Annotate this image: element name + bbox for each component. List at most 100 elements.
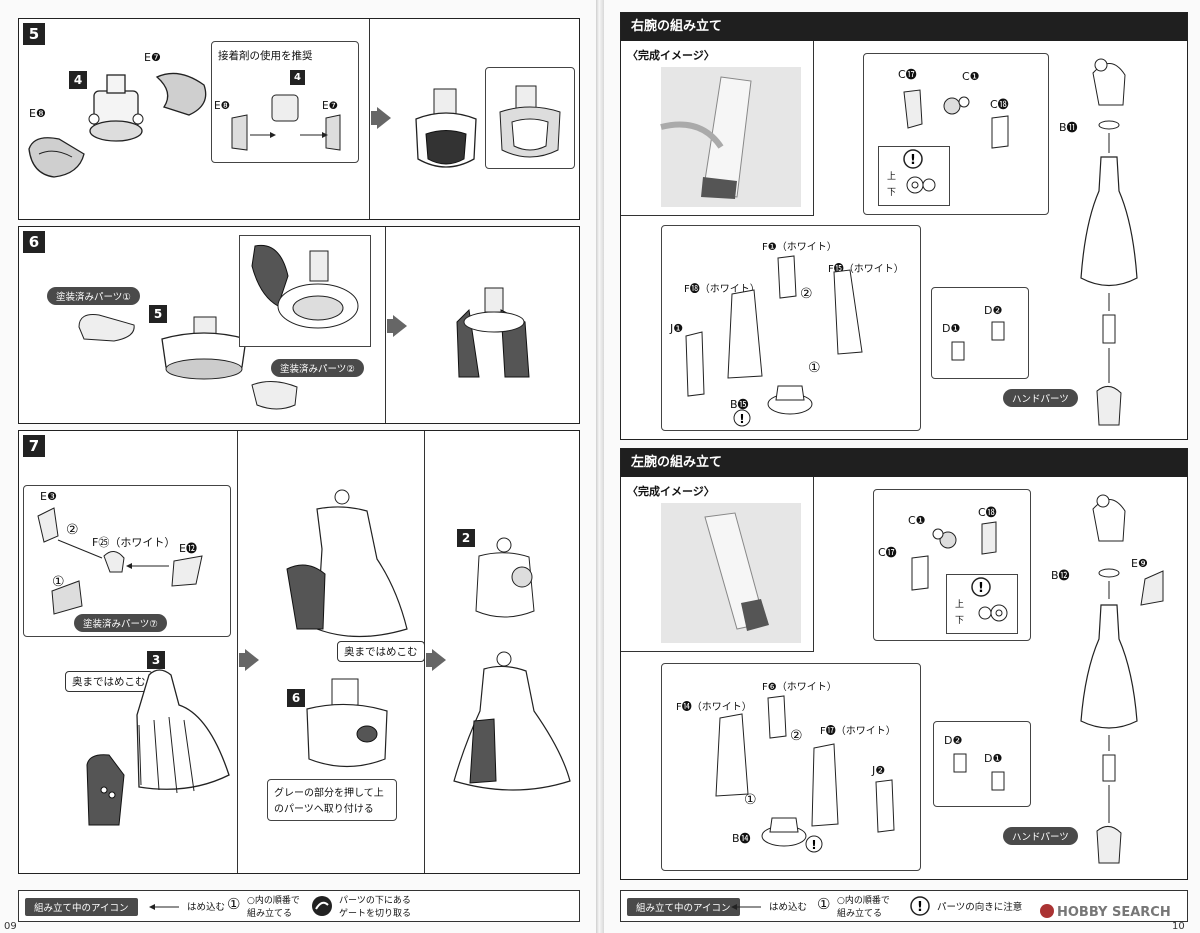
step6-panel: 6 塗装済みパーツ① 5 塗装済みパーツ② (18, 226, 580, 424)
svg-text:!: ! (811, 838, 816, 852)
push-deep-callout: 奥まではめこむ (337, 641, 425, 662)
left-page: 5 4 E❽ E❼ 接着剤の使用を推奨 4 E❽ E❼ (0, 0, 596, 933)
completion-photo (661, 503, 801, 643)
painted-part-label-2: 塗装済みパーツ② (271, 359, 364, 377)
svg-text:!: ! (739, 412, 744, 426)
painted-part-1 (78, 314, 135, 342)
completion-image-label: 〈完成イメージ〉 (627, 485, 715, 498)
label-f1: F❶（ホワイト） (762, 242, 837, 253)
label-c17: C⓱ (878, 546, 897, 559)
forearm-parts-box: F❶（ホワイト） F⓲（ホワイト） F⓯（ホワイト） J❶ B⓯ ② ① ! (661, 225, 921, 431)
caution-icon: ! (910, 896, 930, 916)
divider (424, 431, 425, 873)
torso-assembly (161, 316, 247, 380)
legend-title: 組み立て中のアイコン (627, 898, 740, 916)
svg-text:!: ! (917, 900, 923, 915)
step5-panel: 5 4 E❽ E❼ 接着剤の使用を推奨 4 E❽ E❼ (18, 18, 580, 220)
order-1-badge: ① (52, 574, 65, 590)
detail-callout: 接着剤の使用を推奨 4 E❽ E❼ (211, 41, 359, 163)
label-b14: B⓮ (732, 832, 751, 845)
book-gutter (596, 0, 604, 933)
label-c18: C⓲ (990, 98, 1009, 111)
shoulder-parts-box: C⓱ C❶ C⓲ ! 上 下 (863, 53, 1049, 215)
grey-part-note: グレーの部分を押して上 のパーツへ取り付ける (267, 779, 397, 821)
caution-icon: ! (971, 577, 991, 597)
step-arrow-head (432, 649, 446, 671)
step-number: 5 (23, 23, 45, 45)
order-2-badge: ② (66, 522, 79, 538)
up-label: 上 (955, 600, 965, 610)
step7-panel: 7 E❸ F㉕（ホワイト） E⓬ ② ① 塗装済みパーツ⑦ 3 奥まではめこむ (18, 430, 580, 874)
shoulder-joint-illustration (903, 89, 1009, 149)
order-1-badge: ① (744, 792, 757, 808)
part-number-badge: 5 (149, 305, 167, 323)
label-f14: F⓮（ホワイト） (676, 702, 752, 713)
shoulder-cover-left (28, 137, 85, 178)
step-arrow-head (245, 649, 259, 671)
painted-part-label-1: 塗装済みパーツ① (47, 287, 140, 305)
right-arm-panel: 右腕の組み立て 〈完成イメージ〉 C⓱ C❶ C⓲ ! (620, 12, 1188, 440)
order-icon: ① (817, 895, 831, 913)
legend-order-text: ○内の順番で (247, 896, 300, 906)
push-deep-callout: 奥まではめこむ (65, 671, 153, 692)
caution-icon: ! (903, 149, 923, 169)
page-number: 09 (4, 921, 17, 932)
right-arm-chain (1080, 58, 1138, 426)
orientation-illustration (906, 176, 936, 194)
label-d2: D❷ (944, 734, 963, 747)
label-c1: C❶ (908, 514, 926, 527)
legend-gate-text: ゲートを切り取る (339, 909, 412, 919)
label-e8: E❽ (214, 100, 231, 112)
legend-order-text: ○内の順番で (837, 896, 890, 906)
orientation-detail-box: ! 上 下 (946, 574, 1018, 634)
orientation-illustration (978, 604, 1008, 622)
label-e9: E❾ (1131, 557, 1148, 570)
legend-insert-text: はめ込む (187, 902, 226, 913)
order-icon: ① (227, 895, 241, 913)
svg-text:!: ! (910, 153, 916, 168)
part-number-badge: 2 (457, 529, 475, 547)
down-label: 下 (887, 188, 897, 198)
part-number-badge: 4 (69, 71, 87, 89)
step-arrow (387, 319, 395, 333)
section-title: 右腕の組み立て (621, 13, 1187, 41)
painted-part-label-7: 塗装済みパーツ⑦ (74, 614, 167, 632)
wrist-parts-box: D❷ D❶ (933, 721, 1031, 807)
order-1-badge: ① (808, 360, 821, 376)
step7-mid-figure (286, 489, 408, 768)
left-arm-panel: 左腕の組み立て 〈完成イメージ〉 C❶ C⓲ C⓱ ! (620, 448, 1188, 880)
part-number-badge: 4 (290, 70, 305, 85)
label-e3: E❸ (40, 490, 57, 503)
painted-part-2-illustration (251, 244, 359, 329)
section-title: 左腕の組み立て (621, 449, 1187, 477)
body-skirt-assembly (86, 669, 230, 826)
order-2-badge: ② (790, 728, 803, 744)
page-number: 10 (1172, 921, 1185, 932)
assembled-torso (415, 88, 477, 168)
label-c1: C❶ (962, 70, 980, 83)
label-f25: F㉕（ホワイト） (92, 536, 176, 549)
watermark-logo-icon (1040, 904, 1054, 918)
label-b12: B⓬ (1051, 569, 1070, 582)
wrist-illustration (953, 753, 1005, 791)
icon-legend: 組み立て中のアイコン はめ込む ① ○内の順番で 組み立てる ! パーツの向きに… (620, 890, 1188, 922)
joint-illustration (231, 94, 341, 151)
orientation-detail-box: ! 上 下 (878, 146, 950, 206)
down-label: 下 (955, 616, 965, 626)
label-j2: J❷ (872, 764, 886, 777)
legend-order-text: 組み立てる (247, 909, 293, 919)
step-arrow (426, 653, 434, 667)
legend-gate-text: パーツの下にある (339, 896, 411, 906)
step-arrow-head (393, 315, 407, 337)
legend-title: 組み立て中のアイコン (25, 898, 138, 916)
completion-photo (660, 67, 801, 207)
watermark: HOBBY SEARCH (1040, 904, 1171, 920)
insert-arrow-icon (149, 904, 179, 910)
legend-caution-text: パーツの向きに注意 (937, 902, 1023, 913)
forearm-illustration: ! (685, 255, 863, 427)
divider (385, 227, 386, 423)
glue-note: 接着剤の使用を推奨 (218, 50, 313, 62)
right-page: 右腕の組み立て 〈完成イメージ〉 C⓱ C❶ C⓲ ! (604, 0, 1200, 933)
insert-arrow-icon (731, 904, 761, 910)
label-e7: E❼ (144, 51, 161, 64)
